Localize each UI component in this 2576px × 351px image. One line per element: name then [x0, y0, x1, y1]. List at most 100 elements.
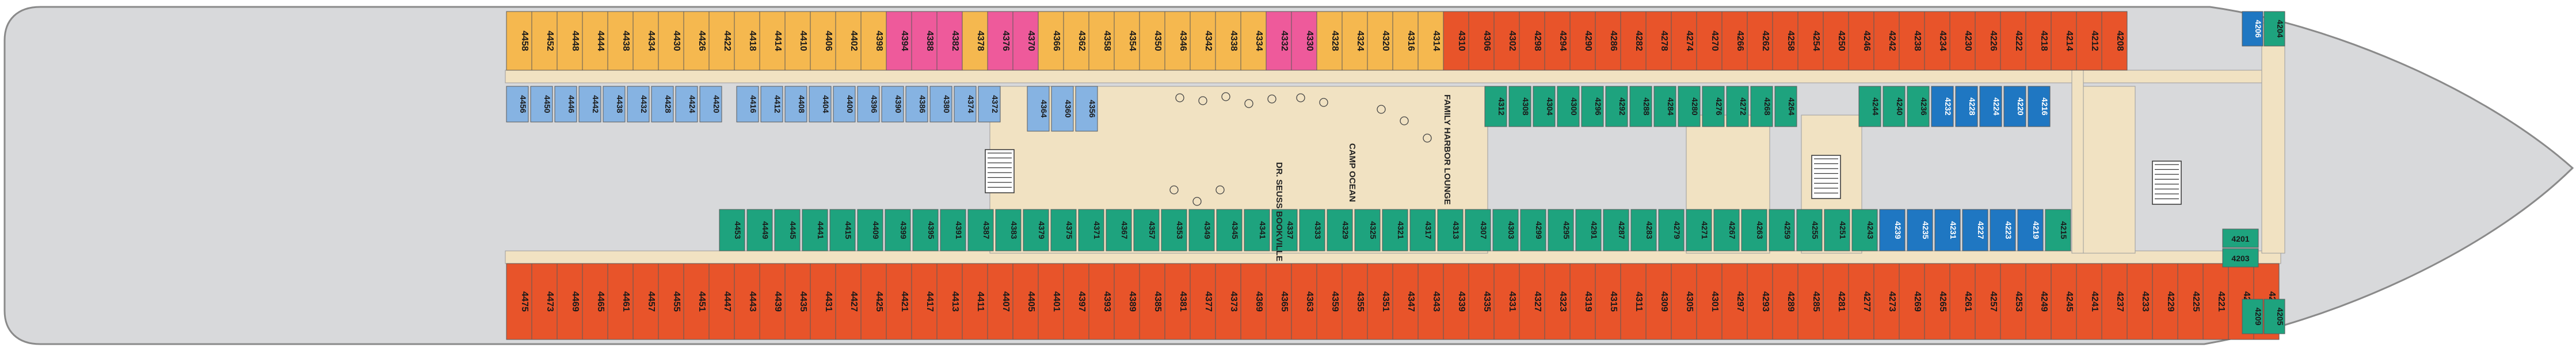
cabin-4426[interactable]: 4426: [683, 11, 710, 71]
cabin-4325[interactable]: 4325: [1354, 209, 1381, 251]
cabin-4450[interactable]: 4450: [530, 86, 553, 123]
cabin-4328[interactable]: 4328: [1316, 11, 1343, 71]
cabin-4306[interactable]: 4306: [1468, 11, 1495, 71]
cabin-4289[interactable]: 4289: [1772, 263, 1798, 340]
cabin-4313[interactable]: 4313: [1437, 209, 1464, 251]
cabin-4229[interactable]: 4229: [2152, 263, 2178, 340]
cabin-4320[interactable]: 4320: [1367, 11, 1393, 71]
cabin-4469[interactable]: 4469: [557, 263, 583, 340]
cabin-4303[interactable]: 4303: [1492, 209, 1519, 251]
cabin-4302[interactable]: 4302: [1493, 11, 1520, 71]
cabin-4465[interactable]: 4465: [582, 263, 608, 340]
cabin-4277[interactable]: 4277: [1848, 263, 1874, 340]
cabin-4417[interactable]: 4417: [911, 263, 938, 340]
cabin-4231[interactable]: 4231: [1934, 209, 1961, 251]
cabin-4389[interactable]: 4389: [1114, 263, 1140, 340]
cabin-4407[interactable]: 4407: [987, 263, 1013, 340]
cabin-4268[interactable]: 4268: [1750, 86, 1773, 127]
cabin-4438[interactable]: 4438: [603, 86, 626, 123]
cabin-4314[interactable]: 4314: [1417, 11, 1444, 71]
cabin-4359[interactable]: 4359: [1316, 263, 1343, 340]
cabin-4375[interactable]: 4375: [1050, 209, 1077, 251]
cabin-4354[interactable]: 4354: [1114, 11, 1140, 71]
cabin-4416[interactable]: 4416: [736, 86, 759, 123]
cabin-4255[interactable]: 4255: [1796, 209, 1823, 251]
cabin-4305[interactable]: 4305: [1671, 263, 1697, 340]
cabin-4243[interactable]: 4243: [1851, 209, 1878, 251]
cabin-4452[interactable]: 4452: [531, 11, 558, 71]
cabin-4321[interactable]: 4321: [1382, 209, 1408, 251]
cabin-4262[interactable]: 4262: [1747, 11, 1773, 71]
cabin-4432[interactable]: 4432: [627, 86, 650, 123]
cabin-4233[interactable]: 4233: [2127, 263, 2153, 340]
cabin-4425[interactable]: 4425: [860, 263, 887, 340]
cabin-4394[interactable]: 4394: [886, 11, 912, 71]
cabin-4274[interactable]: 4274: [1671, 11, 1697, 71]
cabin-4338[interactable]: 4338: [1215, 11, 1241, 71]
cabin-4265[interactable]: 4265: [1924, 263, 1950, 340]
cabin-4449[interactable]: 4449: [746, 209, 773, 251]
cabin-4276[interactable]: 4276: [1702, 86, 1725, 127]
cabin-4266[interactable]: 4266: [1721, 11, 1748, 71]
cabin-4273[interactable]: 4273: [1873, 263, 1900, 340]
cabin-4230[interactable]: 4230: [1949, 11, 1976, 71]
cabin-4285[interactable]: 4285: [1797, 263, 1824, 340]
cabin-4232[interactable]: 4232: [1931, 86, 1954, 127]
cabin-4312[interactable]: 4312: [1484, 86, 1507, 127]
cabin-4391[interactable]: 4391: [940, 209, 966, 251]
cabin-4292[interactable]: 4292: [1605, 86, 1628, 127]
cabin-4223[interactable]: 4223: [1990, 209, 2016, 251]
cabin-4443[interactable]: 4443: [734, 263, 760, 340]
cabin-4286[interactable]: 4286: [1595, 11, 1621, 71]
cabin-4337[interactable]: 4337: [1271, 209, 1298, 251]
cabin-4424[interactable]: 4424: [675, 86, 698, 123]
cabin-4319[interactable]: 4319: [1569, 263, 1596, 340]
cabin-4327[interactable]: 4327: [1519, 263, 1545, 340]
cabin-4431[interactable]: 4431: [810, 263, 836, 340]
cabin-4239[interactable]: 4239: [1879, 209, 1906, 251]
cabin-4301[interactable]: 4301: [1696, 263, 1723, 340]
cabin-4238[interactable]: 4238: [1899, 11, 1925, 71]
cabin-4420[interactable]: 4420: [699, 86, 722, 123]
cabin-4249[interactable]: 4249: [2025, 263, 2052, 340]
cabin-4422[interactable]: 4422: [708, 11, 735, 71]
cabin-4396[interactable]: 4396: [857, 86, 880, 123]
cabin-4453[interactable]: 4453: [719, 209, 745, 251]
cabin-4362[interactable]: 4362: [1063, 11, 1089, 71]
cabin-4227[interactable]: 4227: [1962, 209, 1988, 251]
cabin-4261[interactable]: 4261: [1949, 263, 1976, 340]
venue-dr-seuss-bookville[interactable]: DR. SEUSS BOOKVILLE: [1274, 162, 1284, 262]
cabin-4222[interactable]: 4222: [2000, 11, 2026, 71]
cabin-4242[interactable]: 4242: [1873, 11, 1900, 71]
cabin-4412[interactable]: 4412: [760, 86, 783, 123]
cabin-4281[interactable]: 4281: [1823, 263, 1849, 340]
cabin-4350[interactable]: 4350: [1139, 11, 1165, 71]
cabin-4378[interactable]: 4378: [962, 11, 988, 71]
cabin-4212[interactable]: 4212: [2076, 11, 2102, 71]
cabin-4297[interactable]: 4297: [1721, 263, 1748, 340]
venue-family-harbor-lounge[interactable]: FAMILY HARBOR LOUNGE: [1442, 94, 1452, 205]
cabin-4284[interactable]: 4284: [1653, 86, 1676, 127]
cabin-4219[interactable]: 4219: [2017, 209, 2044, 251]
cabin-4216[interactable]: 4216: [2028, 86, 2051, 127]
cabin-4409[interactable]: 4409: [857, 209, 883, 251]
cabin-4377[interactable]: 4377: [1190, 263, 1216, 340]
cabin-4310[interactable]: 4310: [1443, 11, 1469, 71]
cabin-4356[interactable]: 4356: [1075, 86, 1098, 132]
cabin-4393[interactable]: 4393: [1088, 263, 1115, 340]
cabin-4240[interactable]: 4240: [1883, 86, 1906, 127]
cabin-4236[interactable]: 4236: [1907, 86, 1930, 127]
cabin-4441[interactable]: 4441: [802, 209, 828, 251]
cabin-4280[interactable]: 4280: [1678, 86, 1701, 127]
cabin-4353[interactable]: 4353: [1161, 209, 1187, 251]
cabin-4448[interactable]: 4448: [557, 11, 583, 71]
cabin-4221[interactable]: 4221: [2202, 263, 2229, 340]
cabin-4235[interactable]: 4235: [1907, 209, 1933, 251]
cabin-4395[interactable]: 4395: [912, 209, 939, 251]
cabin-4390[interactable]: 4390: [881, 86, 904, 123]
cabin-4405[interactable]: 4405: [1012, 263, 1039, 340]
cabin-4330[interactable]: 4330: [1291, 11, 1317, 71]
cabin-4372[interactable]: 4372: [978, 86, 1001, 123]
cabin-4473[interactable]: 4473: [531, 263, 558, 340]
cabin-4270[interactable]: 4270: [1696, 11, 1723, 71]
